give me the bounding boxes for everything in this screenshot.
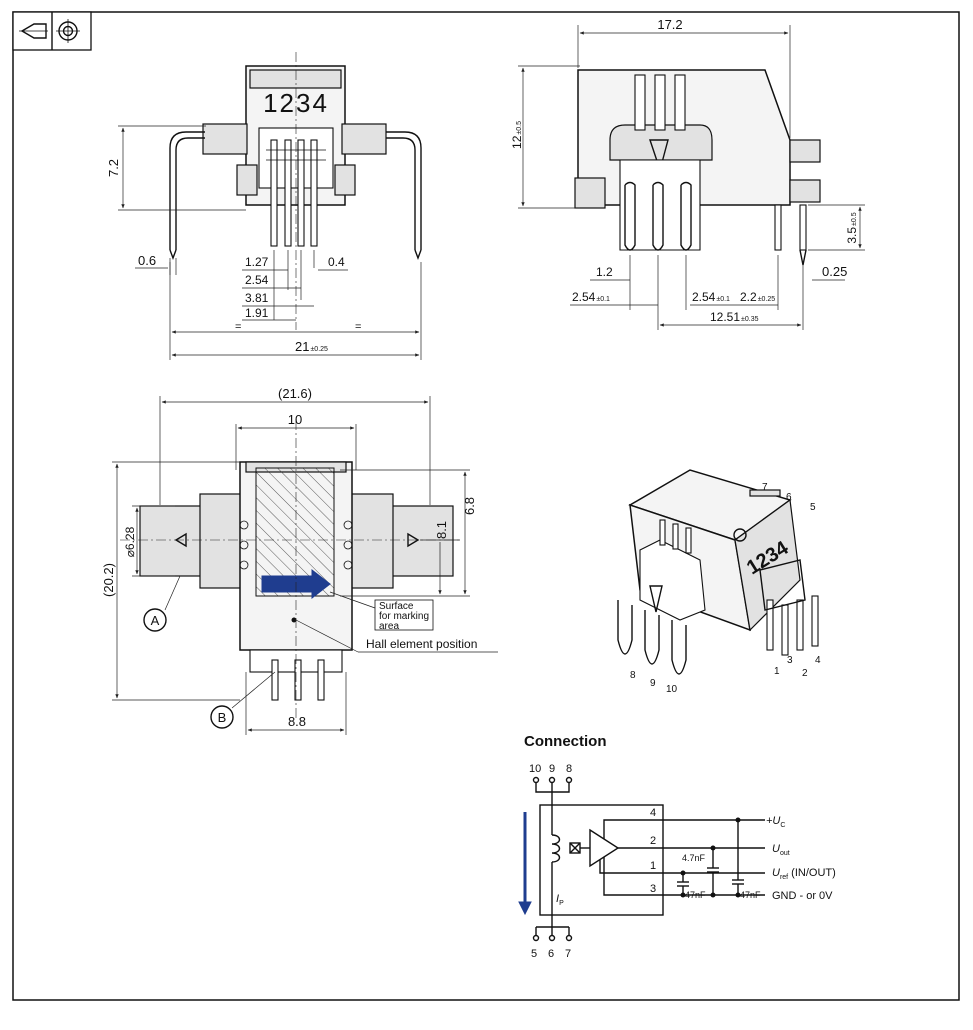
- iso-pin-6: 6: [786, 492, 792, 503]
- signal-uout: Uout: [772, 843, 790, 857]
- top-dim-center-offset: 8.1: [434, 521, 449, 539]
- hall-element-label: Hall element position: [366, 637, 477, 651]
- side-dim-height: 12±0.5: [510, 121, 524, 149]
- callout-b: B: [210, 671, 276, 729]
- front-dim-pitch3: 3.81: [245, 291, 269, 305]
- front-dim-lead-width: 0.6: [138, 253, 156, 268]
- front-dim-pitch2: 2.54: [245, 273, 269, 287]
- iso-view: 1234 1 2 3 4 5 6 7 8 9 10: [617, 469, 821, 695]
- cap-4-7nf: 4.7nF: [682, 853, 706, 863]
- iso-pin-9: 9: [650, 678, 656, 689]
- signal-gnd: GND - or 0V: [772, 890, 833, 902]
- connection-title: Connection: [524, 733, 607, 750]
- front-pin-numbers: 1234: [263, 88, 329, 118]
- front-dim-height: 7.2: [106, 159, 121, 177]
- current-arrowhead-icon: [518, 901, 532, 916]
- front-dim-width: 21±0.25: [295, 339, 328, 354]
- iso-pin-2: 2: [802, 668, 808, 679]
- callout-a-label: A: [151, 613, 160, 628]
- top-dim-overall-width: (21.6): [278, 386, 312, 401]
- ic-pin-2: 2: [650, 835, 656, 847]
- cap-47nf-a: 47nF: [685, 890, 706, 900]
- conn-bottom-pin-6: 6: [548, 948, 554, 960]
- cap-47nf-b: 47nF: [740, 890, 761, 900]
- ic-pin-4: 4: [650, 807, 656, 819]
- sheet-border: [12, 11, 960, 1001]
- conn-top-pin-10: 10: [529, 763, 541, 775]
- ip-label: IP: [556, 893, 564, 907]
- front-dim-pitch: 1.27: [245, 255, 269, 269]
- conn-top-pin-9: 9: [549, 763, 555, 775]
- iso-pin-8: 8: [630, 670, 636, 681]
- side-dim-pitch-b: 2.54±0.1: [692, 290, 730, 304]
- top-dim-pin-span: 8.8: [288, 714, 306, 729]
- front-dim-offset: 1.91: [245, 306, 269, 320]
- surface-label-2: for marking: [379, 611, 429, 622]
- callout-b-label: B: [218, 710, 227, 725]
- ic-pin-3: 3: [650, 883, 656, 895]
- iso-pin-5: 5: [810, 502, 816, 513]
- signal-uref: Uref (IN/OUT): [772, 867, 836, 881]
- top-dim-marking-height: 6.8: [462, 497, 477, 515]
- side-dim-span: 12.51±0.35: [710, 310, 759, 324]
- iso-pin-1: 1: [774, 666, 780, 677]
- marking-area-hatch: [255, 467, 335, 597]
- front-dim-equal-a: =: [235, 321, 241, 333]
- front-view: 1234 7.2 0.6 1.27 2.54 3.81 1.91 0.4 = =…: [106, 52, 422, 360]
- iso-pin-4: 4: [815, 655, 821, 666]
- top-view: (21.6) 10 (20.2) ⌀6.28 6.8 8.1 8.8 A: [101, 386, 498, 735]
- side-dim-pitch-a: 2.54±0.1: [572, 290, 610, 304]
- conn-bottom-pin-7: 7: [565, 948, 571, 960]
- top-dim-marking-width: 10: [288, 412, 302, 427]
- front-dim-pin-width: 0.4: [328, 255, 345, 269]
- callout-a: A: [143, 575, 181, 632]
- side-dim-pin-len: 3.5±0.5: [845, 212, 859, 243]
- ic-pin-1: 1: [650, 860, 656, 872]
- top-dim-hole-dia: ⌀6.28: [123, 526, 137, 557]
- iso-pin-3: 3: [787, 655, 793, 666]
- top-dim-overall-height: (20.2): [101, 563, 116, 597]
- side-dim-offset: 2.2±0.25: [740, 290, 775, 304]
- surface-label-1: Surface: [379, 601, 414, 612]
- side-dim-lead-width: 1.2: [596, 265, 613, 279]
- signal-uc: +UC: [766, 815, 785, 829]
- conn-top-pin-8: 8: [566, 763, 572, 775]
- side-dim-length: 17.2: [657, 17, 682, 32]
- side-dim-pin-thickness: 0.25: [822, 264, 847, 279]
- surface-label-3: area: [379, 621, 399, 632]
- iso-pin-7: 7: [762, 482, 768, 493]
- side-view: 17.2 12±0.5 3.5±0.5 0.25 1.2 2.54±0.1 2.…: [510, 17, 865, 330]
- front-dim-equal-b: =: [355, 321, 361, 333]
- iso-pin-10: 10: [666, 684, 678, 695]
- conn-bottom-pin-5: 5: [531, 948, 537, 960]
- connection-diagram: Connection 10 9 8 4 2 1 3: [518, 733, 836, 960]
- projection-symbol-icon: [12, 11, 92, 51]
